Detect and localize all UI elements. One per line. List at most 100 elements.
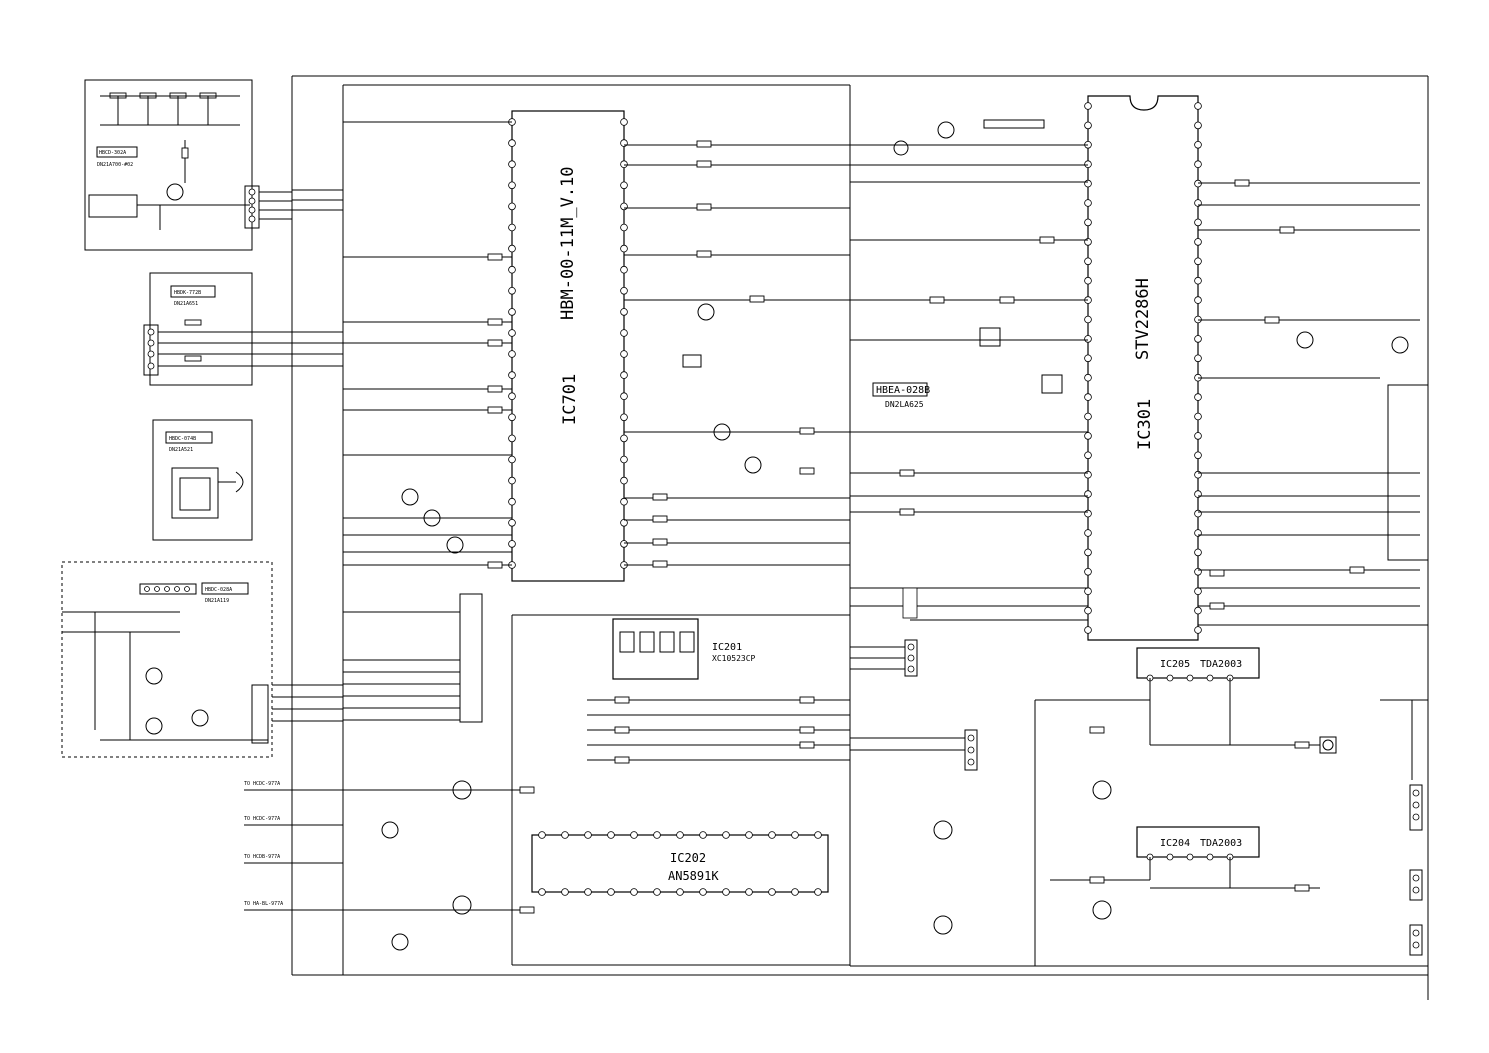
ic202-pin: [630, 831, 638, 839]
ic301-pin: [1084, 257, 1092, 266]
ic202-pin: [791, 888, 799, 896]
ic301-pin: [1194, 354, 1202, 363]
ic301-pin: [1194, 141, 1202, 149]
ic301-pin: [1084, 160, 1092, 169]
ic202-pin: [722, 831, 730, 839]
ic301-right-nets: [1198, 179, 1428, 626]
ic202-part-label: AN5891K: [668, 869, 719, 883]
ic202-pin: [630, 888, 638, 896]
ic701-pin: [508, 350, 516, 358]
ic301-pin: [1084, 218, 1092, 227]
ic701-pin: [508, 244, 516, 253]
board-hbea-label: HBEA-028B DN2LA625: [872, 382, 930, 409]
ic701-pin: [508, 413, 516, 422]
ic301-part-label: STV2286H: [1133, 278, 1153, 360]
ic701-pin: [508, 455, 516, 464]
ic202-pin: [584, 831, 592, 839]
ic205-part-label: TDA2003: [1200, 659, 1242, 670]
label-to-ha: TO HA-BL-977A: [244, 901, 283, 907]
ic301-pin: [1084, 548, 1092, 557]
right-edge-connectors: [1380, 76, 1429, 1000]
ic701-pin: [620, 518, 628, 527]
ic301-pin: [1084, 199, 1092, 207]
ic701-pin: [620, 118, 628, 126]
ic701-pin: [620, 392, 628, 401]
ic701-pin: [508, 202, 516, 211]
board-hbdc-074b: HBDC-074B DN21A521: [152, 419, 253, 541]
ic301-pin: [1194, 335, 1202, 343]
ic204-ref-label: IC204: [1160, 838, 1190, 849]
ic202-pin: [653, 831, 661, 839]
ic701-part-label: HBM-00-11M_V.10: [558, 166, 578, 320]
board-hbea-ref: HBEA-028B: [876, 385, 930, 396]
ic701-pin: [620, 540, 628, 548]
ic202-pins: [538, 831, 822, 896]
ic301-pin: [1084, 315, 1092, 324]
ic701-pin: [620, 371, 628, 379]
ic301-pin: [1194, 412, 1202, 421]
ic701-pin: [620, 455, 628, 464]
ic701-pin: [508, 540, 516, 548]
board-hbdc-028a: HBDC-028A DN21A119: [61, 561, 273, 758]
board-hbdk-label: HBDK-772B: [174, 290, 201, 296]
ic202-pin: [538, 831, 546, 839]
ic202-area-nets: [343, 614, 850, 966]
ic301-pin: [1194, 393, 1202, 401]
board-hbdk-772b: HBDK-772B DN21A651: [143, 272, 292, 386]
ic301-right-pins: [1194, 102, 1202, 634]
ic201-part-label: XC10523CP: [712, 654, 756, 663]
ic701-pin: [508, 265, 516, 274]
ic202-pin: [745, 831, 753, 839]
ic701-pin: [620, 244, 628, 253]
label-to-hcdc1: TO HCDC-977A: [244, 781, 280, 787]
ic701-pin: [508, 286, 516, 295]
ic301-pin: [1194, 567, 1202, 576]
ic301-pin: [1084, 626, 1092, 634]
ic301-pin: [1084, 373, 1092, 382]
label-to-hcdc2: TO HCDC-977A: [244, 816, 280, 822]
ic202-pin: [699, 888, 707, 896]
ic301-pin: [1194, 160, 1202, 169]
ic301-pin: [1194, 432, 1202, 440]
board-hbdc-label: HBDC-074B: [169, 436, 196, 442]
board-hbdc-sub: DN21A521: [169, 447, 193, 453]
ic701-left-nets: [343, 121, 512, 569]
ic701-pin: [508, 476, 516, 485]
ic301-pin: [1084, 354, 1092, 363]
board-hbdc2-label: HBDC-028A: [205, 587, 232, 593]
bus-connector-block: [343, 593, 483, 723]
ic701-pin: [508, 434, 516, 443]
ic202-pin: [745, 888, 753, 896]
ic205-ref-label: IC205: [1160, 659, 1190, 670]
ic701-pin: [508, 392, 516, 401]
ic701-pin: [508, 371, 516, 379]
ic204-part-label: TDA2003: [1200, 838, 1242, 849]
external-labels: TO HCDC-977A TO HCDC-977A TO HCDB-977A T…: [244, 781, 343, 911]
ic301-pin: [1194, 296, 1202, 304]
ic301-pin: [1194, 121, 1202, 130]
ic301-pin: [1084, 412, 1092, 421]
ic202-ref-label: IC202: [670, 851, 706, 865]
ic301-left-nets: [850, 119, 1088, 621]
ic701-pin: [620, 181, 628, 190]
ic701-pin: [620, 286, 628, 295]
ic701-pin: [508, 139, 516, 147]
ic301-pin: [1194, 276, 1202, 285]
ic701-pin: [508, 308, 516, 316]
ic301-pin: [1084, 567, 1092, 576]
ic205-block: IC205 TDA2003: [1136, 647, 1260, 682]
ic301-pin: [1194, 238, 1202, 246]
ic202-pin: [791, 831, 799, 839]
ic701-pin: [620, 265, 628, 274]
ic701-pin: [620, 202, 628, 211]
ic701-pin: [620, 434, 628, 443]
ic301-pin: [1084, 606, 1092, 615]
ic301-pin: [1084, 432, 1092, 440]
ic202-pin: [768, 831, 776, 839]
board-hbcd-sub: DN21A700-#02: [97, 162, 133, 168]
board-hbdk-sub: DN21A651: [174, 301, 198, 307]
ic701-pin: [620, 413, 628, 422]
ic301-pin: [1084, 335, 1092, 343]
ic301-pin: [1084, 179, 1092, 188]
